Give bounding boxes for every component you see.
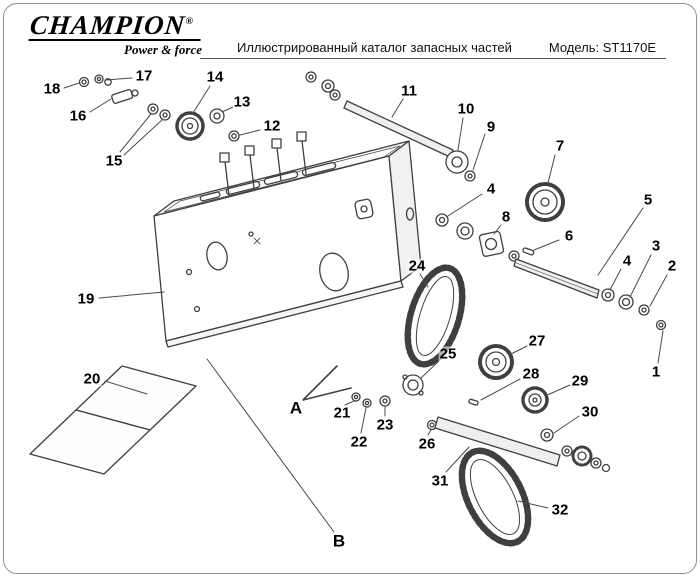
upper-sprocket-assembly (435, 182, 565, 262)
brand-tagline: Power & force (124, 42, 202, 58)
lower-axle-assembly (426, 386, 611, 473)
lower-sprocket-assembly (351, 344, 514, 408)
page-border: CHAMPION® Power & force Иллюстрированный… (3, 3, 697, 574)
auger-shaft-hardware (78, 74, 240, 142)
control-rod (305, 71, 476, 182)
housing-body (153, 131, 422, 348)
catalog-title: Иллюстрированный каталог запасных частей (237, 40, 512, 55)
header-divider (200, 58, 666, 59)
leader-lines (63, 77, 668, 533)
exploded-view-drawing (29, 71, 668, 547)
track-chain (458, 447, 532, 547)
deflector-plate (29, 365, 197, 475)
champion-logo: CHAMPION® Power & force (28, 10, 204, 58)
model-label: Модель: ST1170E (548, 40, 656, 55)
direction-arrow-a (302, 365, 352, 401)
drive-chain (404, 264, 466, 368)
hex-shaft-assembly (513, 258, 667, 331)
